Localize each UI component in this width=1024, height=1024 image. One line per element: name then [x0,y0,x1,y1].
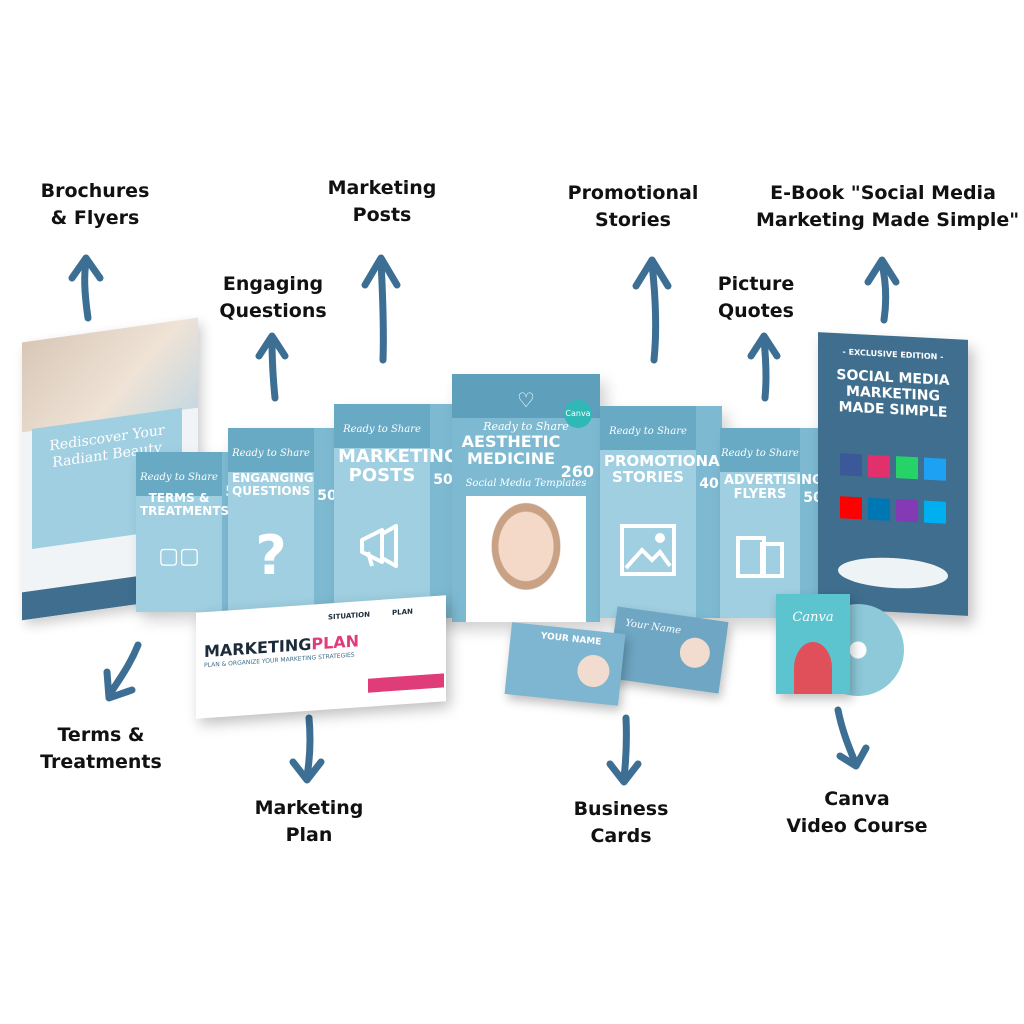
abc-blocks-icon: ▢▢ [158,544,200,569]
plan-current-label: SITUATION [328,610,370,622]
main-box: ♡ Ready to Share AESTHETIC MEDICINE Soci… [452,374,600,622]
megaphone-icon [334,516,430,576]
flyers-box: Ready to Share ADVERTISING FLYERS 50 [720,428,826,618]
main-box-title: AESTHETIC MEDICINE [461,432,561,468]
posts-box-count: 50 [433,472,453,488]
business-card-front: YOUR NAME [504,622,626,706]
business-card-name-b: Your Name [624,617,682,637]
arrow-brochures [68,254,104,322]
stories-box-count: 40 [699,476,719,492]
arrow-terms [103,641,142,702]
arrow-promotional [632,256,672,364]
arrow-marketing-plan [289,714,325,784]
label-terms-treatments: Terms &Treatments [40,724,162,773]
business-card-photo-a [575,653,612,689]
stories-box: Ready to Share PROMOTIONAL STORIES 40 [600,406,730,618]
questions-box-count: 50 [317,488,337,504]
stories-box-title: PROMOTIONAL STORIES [604,452,730,486]
arrow-engaging [255,332,289,402]
arrow-business-cards [606,714,642,786]
posts-box: Ready to Share MARKETING POSTS 50 [334,404,459,618]
ebook-title: SOCIAL MEDIA MARKETING MADE SIMPLE [836,367,950,422]
plan-pink-bar [368,673,444,693]
flyers-box-count: 50 [803,490,823,506]
arrow-marketing-posts [361,254,401,364]
ebook: - EXCLUSIVE EDITION - SOCIAL MEDIA MARKE… [818,332,968,616]
main-box-canva-badge: Canva [564,400,592,428]
marketing-plan: MARKETINGPLAN PLAN & ORGANIZE YOUR MARKE… [196,595,446,719]
stories-box-ready-to-share: Ready to Share [609,426,687,437]
arrow-picture-quotes [747,332,781,402]
flyer-icon [720,532,800,582]
posts-box-ready-to-share: Ready to Share [343,424,421,435]
business-card-photo-b [677,635,712,670]
label-brochures: Brochures& Flyers [40,180,150,229]
canva-dvd: Canva [776,594,904,700]
arrow-canva [834,706,870,770]
ebook-pedestal [838,555,948,591]
flyers-box-title: ADVERTISING FLYERS [724,473,823,502]
question-mark-icon: ? [255,524,287,587]
main-box-count: 260 [560,462,594,481]
business-card-back: Your Name [607,606,729,694]
dvd-case: Canva [776,594,850,694]
stories-box-side [696,406,722,618]
arrow-ebook [864,256,900,324]
questions-box: Ready to Share ENGANGING QUESTIONS 50 ? [228,428,340,618]
terms-box-title: TERMS & TREATMENTS [140,491,230,518]
posts-box-title: MARKETING POSTS [338,446,459,486]
business-card-name-a: YOUR NAME [540,631,602,648]
main-box-ready-to-share: Ready to Share [483,420,569,433]
flyers-box-ready-to-share: Ready to Share [721,448,799,459]
questions-box-ready-to-share: Ready to Share [232,448,310,459]
ebook-edition: - EXCLUSIVE EDITION - [842,347,944,362]
dvd-brand: Canva [792,610,834,625]
posts-box-side [430,404,456,618]
main-box-portrait [466,496,586,622]
ebook-social-icons [828,453,958,540]
plan-action-label: PLAN [392,607,413,618]
picture-icon [600,522,696,578]
questions-box-title: ENGANGING QUESTIONS [232,471,314,498]
terms-box-ready-to-share: Ready to Share [140,472,218,483]
main-box-subtitle: Social Media Templates [465,478,587,489]
heart-hand-icon: ♡ [517,388,535,412]
dvd-person [794,642,832,694]
